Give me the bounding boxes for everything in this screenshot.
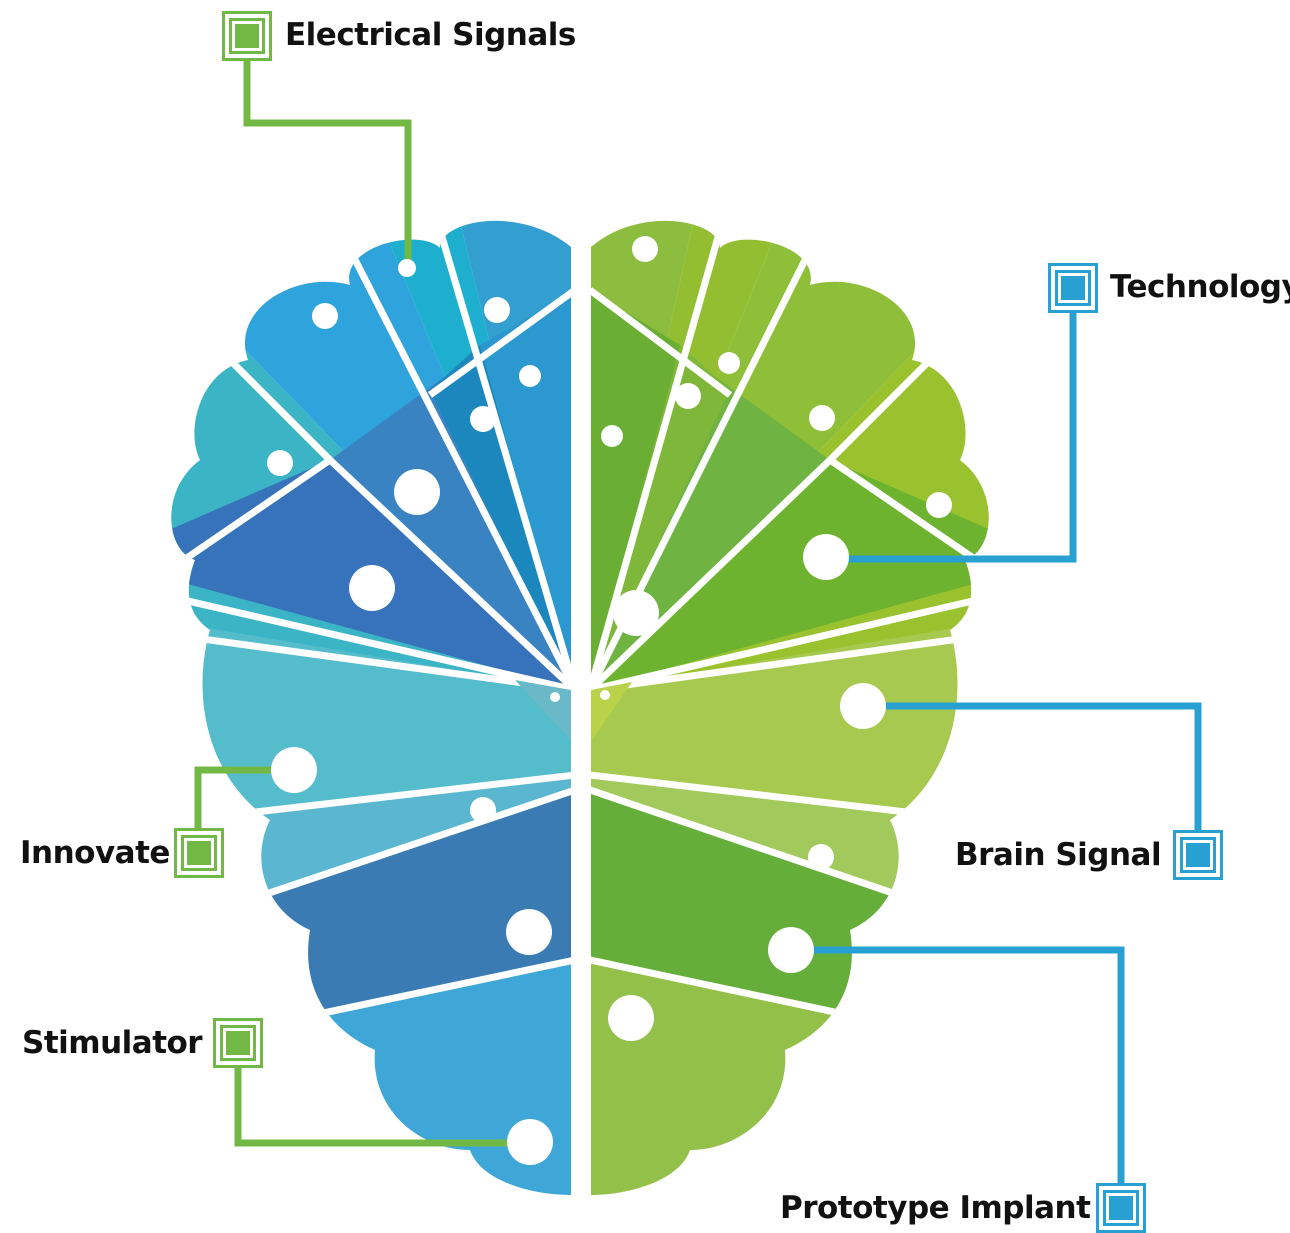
label-stimulator: Stimulator (22, 1025, 203, 1061)
right-segment-7 (591, 290, 680, 690)
square-terminal-icon (1173, 830, 1223, 880)
circle-node-icon (808, 844, 834, 870)
circle-node-icon (600, 690, 610, 700)
circle-node-icon (613, 590, 659, 636)
label-innovate: Innovate (20, 835, 170, 871)
circle-node-icon (398, 259, 416, 277)
circle-node-icon (840, 683, 886, 729)
connector-lines (194, 58, 1202, 1183)
label-electrical-signals: Electrical Signals (285, 17, 576, 53)
label-brain-signal: Brain Signal (955, 837, 1162, 873)
left-segment-8 (171, 460, 571, 690)
circle-node-icon (803, 534, 849, 580)
circle-node-icon (470, 406, 496, 432)
circle-node-icon (632, 236, 658, 262)
square-terminal-icon (174, 828, 224, 878)
circle-node-icon (768, 927, 814, 973)
left-segment-7 (480, 290, 571, 690)
circle-node-icon (394, 469, 440, 515)
circle-node-icon (601, 425, 623, 447)
circle-node-icon (550, 692, 560, 702)
connector-prototype-implant (792, 946, 1125, 1183)
circle-node-icon (675, 383, 701, 409)
square-terminal-icon (1048, 263, 1098, 313)
circle-node-icon (926, 492, 952, 518)
connector-stimulator (234, 1065, 530, 1147)
left-hemisphere (171, 220, 571, 1196)
square-terminal-icon (1096, 1183, 1146, 1233)
square-terminal-icon (213, 1018, 263, 1068)
left-segment-6 (430, 345, 571, 690)
circle-node-icon (507, 1119, 553, 1165)
label-technology: Technology (1110, 269, 1290, 305)
circle-node-icon (519, 365, 541, 387)
circle-node-icon (484, 297, 510, 323)
circle-node-icon (608, 995, 654, 1041)
node-dots (267, 236, 952, 1165)
circle-node-icon (312, 303, 338, 329)
circle-node-icon (506, 909, 552, 955)
circle-node-icon (271, 747, 317, 793)
circle-node-icon (267, 450, 293, 476)
right-hemisphere (591, 220, 989, 1196)
connector-technology (826, 313, 1077, 563)
circle-node-icon (349, 565, 395, 611)
square-terminal-icon (222, 11, 272, 61)
label-prototype-implant: Prototype Implant (780, 1190, 1091, 1226)
circle-node-icon (809, 405, 835, 431)
circle-node-icon (718, 352, 740, 374)
circle-node-icon (470, 797, 496, 823)
connector-innovate (194, 766, 293, 828)
connector-brain-signal (864, 702, 1202, 832)
connector-electrical-signals (243, 58, 412, 268)
